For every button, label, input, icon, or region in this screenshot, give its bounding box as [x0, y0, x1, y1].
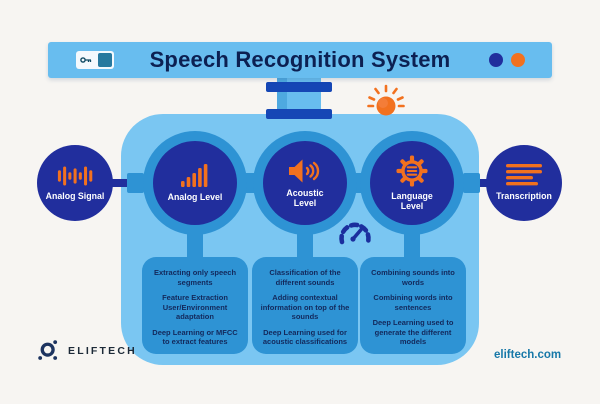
- connector-sleeve: [127, 173, 144, 193]
- detail-point: Adding contextual information on top of …: [260, 293, 350, 322]
- text-lines-icon: [506, 164, 542, 186]
- node-label: Analog Signal: [45, 190, 105, 201]
- box-stem: [297, 230, 313, 258]
- title-bar: Speech Recognition System: [48, 42, 552, 78]
- detail-point: Feature Extraction User/Environment adap…: [162, 293, 228, 322]
- brand-name: ELIFTECH: [68, 344, 137, 357]
- box-stem: [404, 230, 420, 258]
- detail-point: Classification of the different sounds: [269, 268, 341, 287]
- node-transcription: Transcription: [486, 145, 562, 221]
- node-analog-level: Analog Level: [153, 141, 237, 225]
- node-language-level: Language Level: [370, 141, 454, 225]
- navy-dot-decoration: [489, 53, 503, 67]
- detail-point: Combining sounds into words: [371, 268, 455, 287]
- bar-chart-icon: [181, 164, 208, 188]
- gear-icon: [396, 155, 428, 187]
- on-toggle[interactable]: [76, 51, 114, 69]
- language-level-details: Combining sounds into words Combining wo…: [360, 257, 466, 354]
- waveform-icon: [57, 166, 93, 186]
- node-label: Acoustic Level: [286, 187, 324, 208]
- connector-sleeve: [463, 173, 480, 193]
- gauge-icon: [339, 222, 371, 245]
- speaker-icon: [289, 159, 320, 183]
- orange-dot-decoration: [511, 53, 525, 67]
- node-label: Language Level: [391, 190, 433, 211]
- sun-icon: [367, 84, 405, 116]
- pipe-column-shade: [277, 78, 287, 118]
- logo-atom-icon: [38, 340, 58, 360]
- detail-point: Deep Learning used for acoustic classifi…: [262, 327, 348, 347]
- node-analog-signal: Analog Signal: [37, 145, 113, 221]
- detail-point: Deep Learning or MFCC to extract feature…: [152, 327, 238, 347]
- eliftech-logo: ELIFTECH: [36, 337, 137, 364]
- node-acoustic-level: Acoustic Level: [263, 141, 347, 225]
- detail-point: Extracting only speech segments: [153, 268, 237, 287]
- detail-point: Deep Learning used to generate the diffe…: [372, 318, 454, 347]
- website-link[interactable]: eliftech.com: [494, 349, 562, 361]
- toggle-knob: [98, 53, 112, 67]
- pipe-flange-bottom: [266, 109, 332, 119]
- pipe-flange-top: [266, 82, 332, 92]
- box-stem: [187, 230, 203, 258]
- node-label: Transcription: [496, 191, 552, 202]
- key-icon: [80, 57, 92, 63]
- detail-point: Combining words into sentences: [373, 293, 453, 312]
- page-title: Speech Recognition System: [149, 47, 451, 72]
- analog-level-details: Extracting only speech segments Feature …: [142, 257, 248, 354]
- acoustic-level-details: Classification of the different sounds A…: [252, 257, 358, 354]
- node-label: Analog Level: [167, 192, 223, 203]
